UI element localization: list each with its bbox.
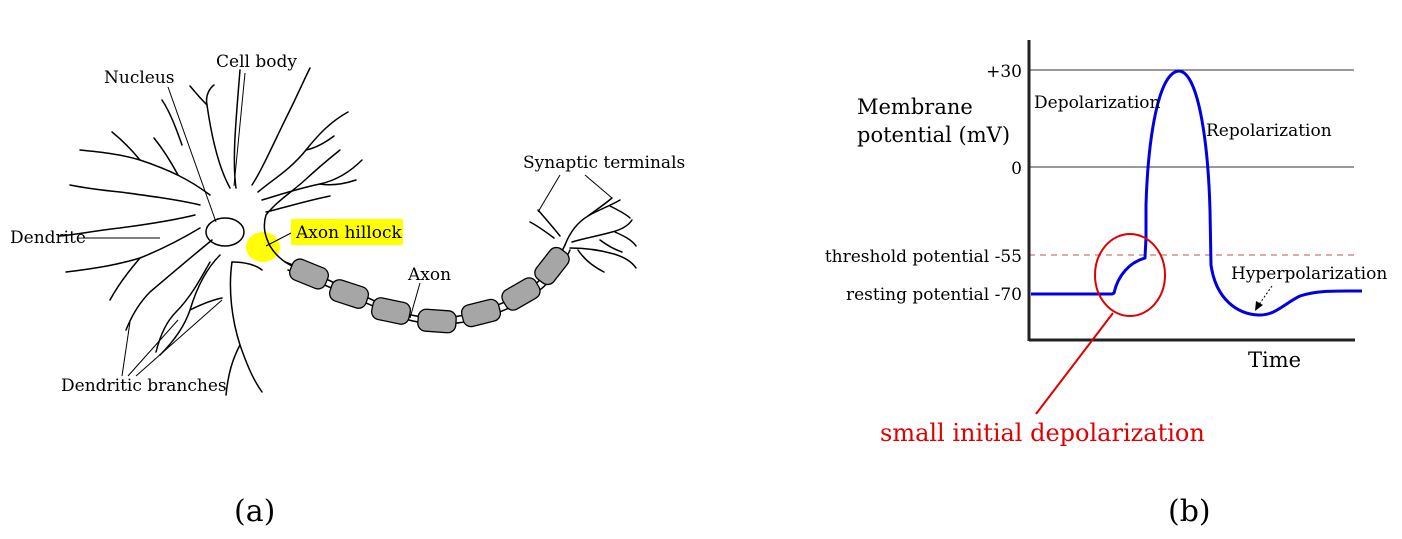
- hyperpolarization-arrowhead: [1255, 301, 1263, 311]
- label-dendritic-branches: Dendritic branches: [61, 376, 227, 396]
- hyperpolarization-arrow: [1257, 285, 1273, 307]
- label-repolarization: Repolarization: [1206, 121, 1332, 141]
- callout-circle: [1094, 233, 1166, 317]
- membrane-potential-curve: [1031, 69, 1363, 317]
- label-synaptic-terminals: Synaptic terminals: [523, 153, 685, 173]
- y-axis-label-line1: Membrane: [857, 95, 973, 119]
- label-depolarization: Depolarization: [1034, 93, 1161, 113]
- x-axis-label: Time: [1248, 348, 1301, 372]
- synaptic-terminals: [529, 197, 637, 273]
- neuron-leader-lines: [84, 72, 613, 377]
- tick-label-plus30: +30: [986, 62, 1022, 82]
- label-dendrite: Dendrite: [10, 228, 86, 248]
- label-axon-hillock: Axon hillock: [295, 223, 402, 243]
- myelin-sheaths: [289, 246, 570, 334]
- tick-label-threshold: threshold potential -55: [825, 247, 1022, 267]
- nucleus: [205, 217, 245, 247]
- axon-hillock-highlight: [246, 232, 280, 262]
- tick-label-resting: resting potential -70: [846, 285, 1022, 305]
- neuron-diagram: Nucleus Cell body Dendrite Axon hillock …: [10, 52, 685, 529]
- callout-label: small initial depolarization: [880, 419, 1205, 447]
- label-axon: Axon: [407, 265, 451, 285]
- cell-body-outline: [59, 67, 363, 396]
- label-hyperpolarization: Hyperpolarization: [1231, 264, 1387, 284]
- caption-a: (a): [234, 494, 275, 529]
- callout-leader-line: [1035, 312, 1114, 415]
- tick-label-zero: 0: [1011, 159, 1022, 179]
- action-potential-graph: Membrane potential (mV) +30 0 threshold …: [825, 40, 1387, 529]
- label-nucleus: Nucleus: [104, 68, 175, 88]
- axon-hillock-label-highlight: [291, 219, 403, 245]
- caption-b: (b): [1168, 494, 1211, 529]
- label-cell-body: Cell body: [216, 52, 297, 72]
- y-axis-label-line2: potential (mV): [857, 123, 1010, 147]
